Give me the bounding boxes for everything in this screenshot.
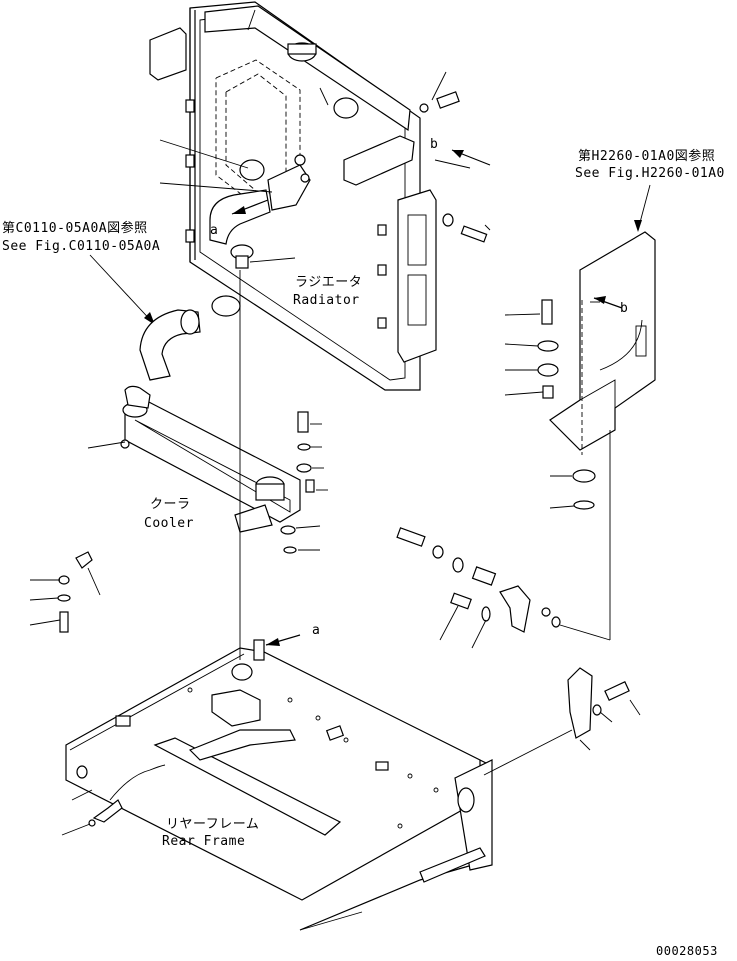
cooler — [120, 385, 301, 533]
callout-a-frame: a — [312, 623, 320, 638]
rear-frame-label-jp: リヤーフレーム — [166, 817, 259, 832]
ref-left-en: See Fig.C0110-05A0A — [2, 239, 160, 254]
bolt — [297, 411, 309, 433]
radiator-label-jp: ラジエータ — [295, 275, 362, 290]
ref-left-jp: 第C0110-05A0A図参照 — [2, 220, 148, 236]
callout-b-bracket: b — [620, 301, 628, 316]
ref-right-jp: 第H2260-01A0図参照 — [578, 148, 715, 164]
cooler-label-en: Cooler — [144, 516, 194, 531]
callout-b-radiator: b — [430, 137, 438, 152]
clip — [75, 551, 93, 569]
drawing-number: 00028053 — [656, 944, 718, 958]
rear-frame — [65, 639, 493, 931]
bracket — [549, 231, 656, 451]
callout-a-radiator: a — [210, 223, 218, 238]
pivot-bracket — [567, 667, 593, 739]
radiator-label-en: Radiator — [293, 293, 360, 308]
rear-frame-label-en: Rear Frame — [162, 834, 245, 849]
cooler-label-jp: クーラ — [150, 497, 191, 512]
radiator — [149, 1, 488, 391]
ref-right-en: See Fig.H2260-01A0 — [575, 166, 725, 181]
